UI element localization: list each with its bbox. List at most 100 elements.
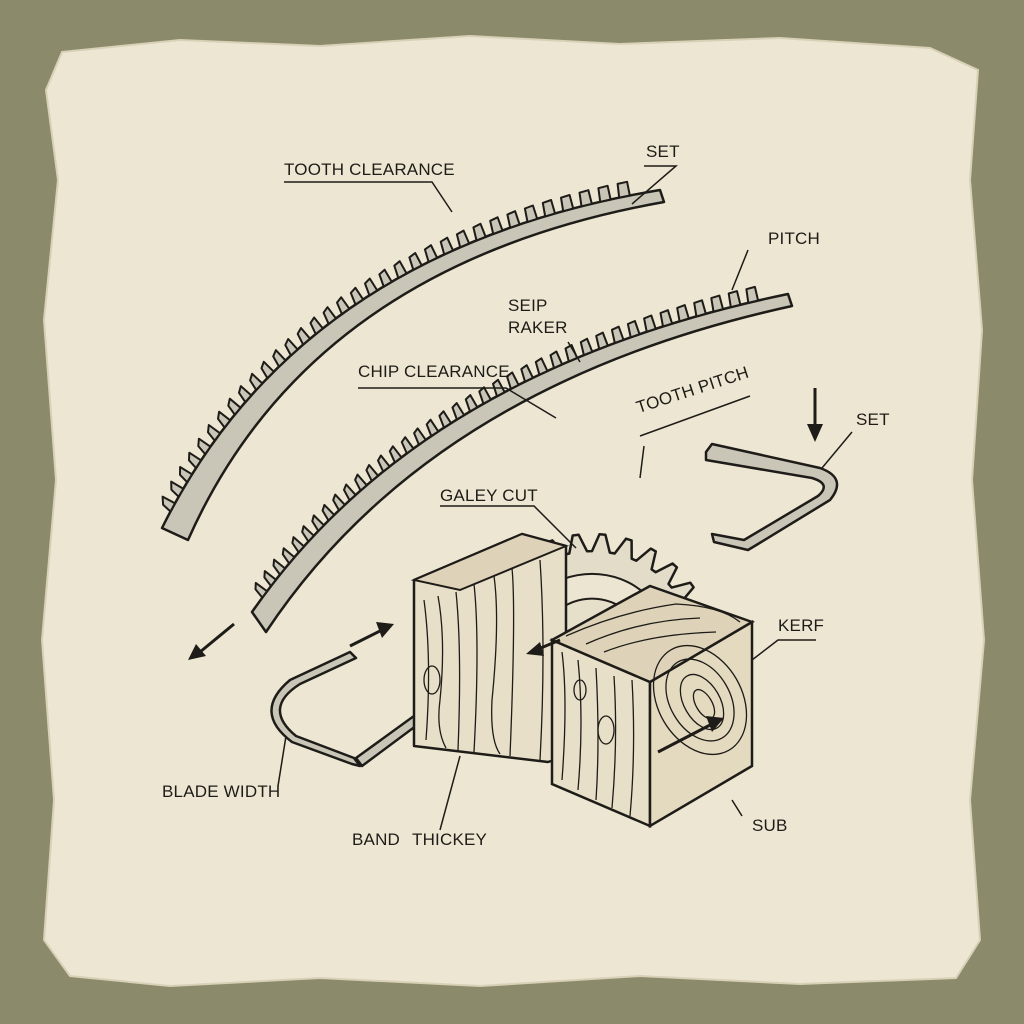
saw-tooth (610, 325, 625, 344)
saw-tooth (301, 525, 315, 543)
label-sub: SUB (752, 816, 788, 835)
saw-tooth (388, 445, 403, 464)
label-set-right: SET (856, 410, 890, 429)
grain-ring (665, 658, 735, 742)
saw-tooth (423, 244, 439, 263)
wood-knot (423, 665, 441, 695)
saw-tooth (207, 424, 222, 442)
grain-line (565, 603, 741, 637)
grain-ring (652, 644, 748, 756)
grain-line (491, 575, 501, 755)
saw-tooth (523, 204, 539, 223)
saw-tooth (188, 451, 202, 469)
saw-tooth (520, 364, 534, 383)
saw-tooth (377, 454, 391, 473)
label-blade-width: BLADE WIDTH (162, 782, 281, 801)
grain-line (437, 595, 447, 749)
wood-block-left (410, 532, 570, 764)
saw-tooth (693, 299, 707, 318)
saw-tooth (291, 536, 305, 554)
grain-line (585, 617, 701, 645)
label-pitch: PITCH (768, 229, 820, 248)
blade-1-teeth (161, 180, 631, 513)
saw-tooth (263, 570, 277, 587)
grain-line (509, 567, 515, 757)
saw-tooth (710, 294, 724, 313)
saw-tooth (564, 344, 579, 363)
saw-tooth (472, 222, 487, 242)
saw-tooth (170, 480, 185, 498)
saw-tooth (254, 581, 268, 599)
saw-tooth (364, 277, 379, 297)
saw-tooth (349, 286, 365, 306)
label-chip-clearance: CHIP CLEARANCE (358, 362, 510, 381)
saw-tooth (227, 397, 242, 416)
saw-tooth (400, 436, 415, 455)
saw-tooth (284, 338, 299, 357)
grain-line (595, 667, 599, 801)
saw-tooth (676, 304, 690, 323)
arrow-kerf (657, 716, 724, 754)
grain-line (455, 591, 461, 751)
label-raker: RAKER (508, 318, 568, 337)
saw-tooth (354, 473, 368, 492)
grain-line (561, 651, 566, 781)
saw-tooth (439, 236, 454, 256)
saw-tooth (309, 316, 324, 335)
saw-tooth (217, 410, 232, 429)
saw-tooth (408, 252, 423, 271)
grain-line (603, 631, 717, 653)
saw-tooth (560, 194, 575, 213)
saw-tooth (489, 216, 504, 235)
wood-knot (597, 715, 615, 745)
arrow-set-down (807, 388, 823, 442)
saw-tooth (549, 350, 564, 369)
label-band: BAND (352, 830, 401, 849)
label-galey-cut: GALEY CUT (440, 486, 538, 505)
wood-knot (573, 679, 587, 701)
saw-tooth (321, 503, 336, 522)
label-seip: SEIP (508, 296, 548, 315)
saw-tooth (281, 547, 296, 565)
saw-tooth (249, 372, 264, 391)
leader-lines (277, 165, 853, 831)
label-tooth-clearance: TOOTH CLEARANCE (284, 160, 455, 179)
saw-tooth (643, 314, 657, 333)
saw-tooth (365, 464, 379, 482)
saw-tooth (322, 306, 337, 325)
saw-tooth (343, 483, 357, 502)
saw-tooth (378, 268, 393, 288)
wood-block-right (549, 584, 755, 829)
saw-tooth (238, 385, 253, 404)
saw-tooth (745, 285, 760, 304)
saw-tooth (161, 495, 176, 513)
saw-tooth (260, 360, 275, 380)
wood-grain (423, 559, 748, 817)
saw-tooth (438, 410, 452, 429)
saw-tooth (541, 199, 556, 218)
saw-tooth (579, 337, 594, 357)
arrow-feed-right (349, 622, 394, 648)
label-seip-raker: SEIP RAKER (508, 296, 568, 338)
saw-tooth (455, 229, 471, 249)
saw-tooth (506, 371, 520, 390)
saw-tooth (727, 290, 742, 309)
saw-tooth (296, 327, 311, 346)
saw-tooth (464, 394, 479, 413)
grain-line (611, 675, 617, 809)
label-thickey: THICKEY (412, 830, 488, 849)
saw-tooth (197, 437, 212, 456)
saw-tooth (534, 357, 549, 376)
saw-tooth (578, 189, 593, 208)
saw-tooth (451, 402, 466, 421)
grain-line (629, 679, 635, 817)
saw-tooth (626, 320, 641, 339)
arrow-left-down (188, 622, 235, 660)
grain-line (473, 583, 478, 753)
band-segment-right (704, 442, 839, 552)
grain-line (423, 599, 430, 741)
blade-2-teeth (254, 285, 760, 599)
saw-tooth (272, 349, 287, 368)
saw-tooth (659, 309, 674, 328)
